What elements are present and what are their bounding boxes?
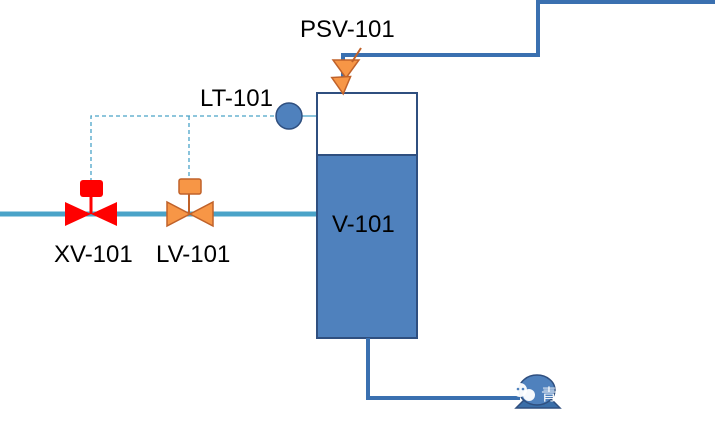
vessel-liquid-level xyxy=(316,154,418,339)
vessel-v101[interactable]: V-101 xyxy=(316,92,418,339)
watermark: 青岛欧赛斯HSE管家 xyxy=(513,383,685,404)
psv-label: PSV-101 xyxy=(300,16,395,43)
vessel-label: V-101 xyxy=(332,211,395,238)
watermark-text: 青岛欧赛斯HSE管家 xyxy=(541,385,685,404)
bottom-outlet-line xyxy=(366,338,520,400)
lt-label: LT-101 xyxy=(200,85,273,112)
wechat-icon xyxy=(513,383,535,401)
signal-lines xyxy=(90,115,317,182)
xv-label: XV-101 xyxy=(54,241,133,268)
relief-outlet-line xyxy=(341,0,715,93)
level-transmitter-icon[interactable] xyxy=(275,102,303,130)
lv-valve-icon[interactable] xyxy=(166,178,214,228)
relief-valve-icon[interactable] xyxy=(330,47,362,96)
lv-label: LV-101 xyxy=(156,241,230,268)
xv-valve-icon[interactable] xyxy=(65,180,117,226)
vessel-vapor-space xyxy=(316,92,418,156)
